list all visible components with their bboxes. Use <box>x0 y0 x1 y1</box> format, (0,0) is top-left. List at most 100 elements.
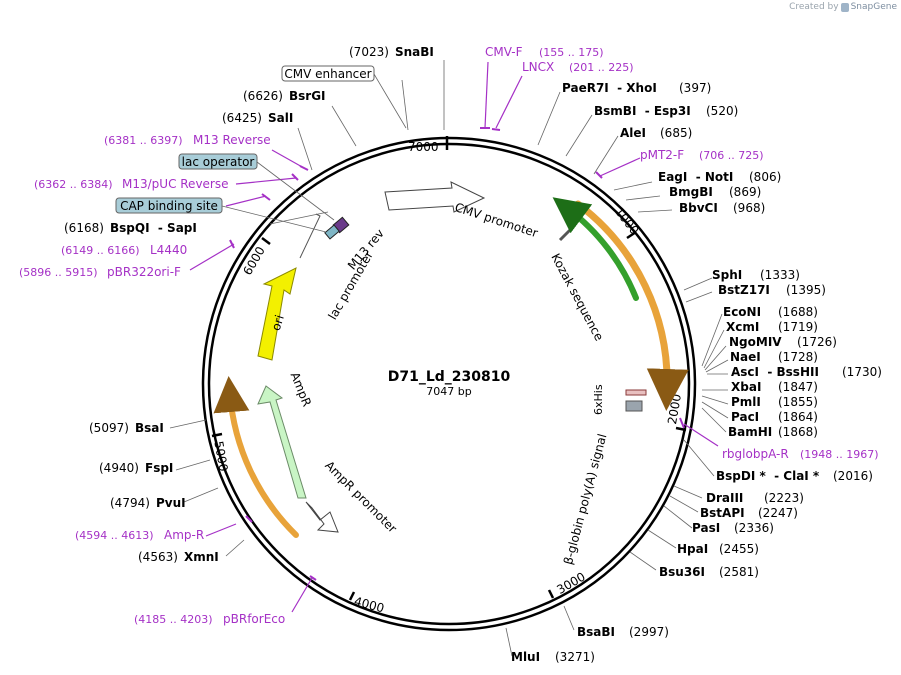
snapgene-logo-icon <box>840 2 849 12</box>
site-name-bstz17i: BstZ17I <box>718 283 770 297</box>
site-name-xcmi: XcmI <box>726 320 759 334</box>
primer-labels: CMV-F (155 .. 175) LNCX (201 .. 225) pMT… <box>19 45 879 626</box>
ori-label: ori <box>269 313 287 332</box>
tick-label-5000: 5000 <box>211 440 230 473</box>
primer-name-pmt2f: pMT2-F <box>640 148 684 162</box>
site-name-bsai: BsaI <box>135 421 164 435</box>
tick-3000 <box>547 589 555 599</box>
site-name-bamhi: BamHI <box>728 425 772 439</box>
cap-binding-leader <box>221 205 327 233</box>
site-pos-paer7i: (397) <box>679 81 711 95</box>
site-leaders <box>169 60 729 657</box>
6xhis-box <box>625 389 647 396</box>
ampr-arrow <box>257 385 307 499</box>
site-pos-bmgbi: (869) <box>729 185 761 199</box>
site-name-alei: AleI <box>620 126 646 140</box>
site-pos-bsai: (5097) <box>89 421 129 435</box>
tick-label-3000: 3000 <box>554 570 587 597</box>
6xhis-label: 6xHis <box>592 384 605 415</box>
backbone-outer <box>201 136 697 632</box>
site-name-snabi: SnaBI <box>395 45 434 59</box>
site-name-bsu36i: Bsu36I <box>659 565 705 579</box>
site-name-bstapi: BstAPI <box>700 506 745 520</box>
site-pos-bsu36i: (2581) <box>719 565 759 579</box>
site-pos-pasi: (2336) <box>734 521 774 535</box>
site-pos-bamhi: (1868) <box>778 425 818 439</box>
primer-name-m13rev: M13 Reverse <box>193 133 271 147</box>
site-name-ngomiv: NgoMIV <box>729 335 782 349</box>
site-pos-draiii: (2223) <box>764 491 804 505</box>
site-labels: (7023) SnaBI (6626) BsrGI (6425) SalI (6… <box>64 45 882 664</box>
site-pos-bsabi: (2997) <box>629 625 669 639</box>
primer-range-pmt2f: (706 .. 725) <box>699 149 764 162</box>
site-pos-bsrgi: (6626) <box>243 89 283 103</box>
site-pos-ngomiv: (1726) <box>797 335 837 349</box>
credit-brand: SnapGene <box>850 2 897 12</box>
primer-name-ampr: Amp-R <box>164 528 204 542</box>
site-name-pasi: PasI <box>692 521 720 535</box>
site-name-paer7i: PaeR7I - XhoI <box>562 81 657 95</box>
ampr-label: AmpR <box>288 370 314 408</box>
site-name-paci: PacI <box>731 410 759 424</box>
primer-range-m13puc: (6362 .. 6384) <box>34 178 113 191</box>
site-name-bsabi: BsaBI <box>577 625 615 639</box>
site-pos-xcmi: (1719) <box>778 320 818 334</box>
primer-name-cmvf: CMV-F <box>485 45 523 59</box>
site-name-bspqi: BspQI - SapI <box>110 221 197 235</box>
primer-range-rbglobpa: (1948 .. 1967) <box>800 448 879 461</box>
site-pos-bspdi: (2016) <box>833 469 873 483</box>
primer-leaders <box>189 61 719 613</box>
box-lac-operator: lac operator <box>178 153 258 170</box>
primer-name-rbglobpa: rbglobpA-R <box>722 447 789 461</box>
tick-2000 <box>675 426 687 432</box>
primer-ticks <box>229 127 685 581</box>
site-pos-mlui: (3271) <box>555 650 595 664</box>
tick-label-7000: 7000 <box>408 140 439 154</box>
site-pos-xmni: (4563) <box>138 550 178 564</box>
site-pos-bstz17i: (1395) <box>786 283 826 297</box>
primer-range-lncx: (201 .. 225) <box>569 61 634 74</box>
plasmid-size: 7047 bp <box>426 385 471 398</box>
site-name-bsrgi: BsrGI <box>289 89 326 103</box>
primer-name-l4440: L4440 <box>150 243 187 257</box>
primer-range-l4440: (6149 .. 6166) <box>61 244 140 257</box>
site-name-mlui: MluI <box>511 650 540 664</box>
site-pos-bstapi: (2247) <box>758 506 798 520</box>
lac-operator-label: lac operator <box>182 155 255 169</box>
cmv-promoter-label: CMV promoter <box>453 200 540 240</box>
site-pos-sphi: (1333) <box>760 268 800 282</box>
site-pos-sali: (6425) <box>222 111 262 125</box>
site-pos-bspqi: (6168) <box>64 221 104 235</box>
primer-name-pbr322: pBR322ori-F <box>107 265 181 279</box>
site-pos-xbai: (1847) <box>778 380 818 394</box>
site-name-sphi: SphI <box>712 268 742 282</box>
snapgene-credit: Created by SnapGene <box>789 2 897 12</box>
site-pos-naei: (1728) <box>778 350 818 364</box>
site-name-naei: NaeI <box>730 350 761 364</box>
site-name-hpai: HpaI <box>677 542 708 556</box>
tick-5000 <box>211 432 223 438</box>
site-name-pvui: PvuI <box>156 496 186 510</box>
site-pos-econi: (1688) <box>778 305 818 319</box>
site-pos-paci: (1864) <box>778 410 818 424</box>
primer-range-m13rev: (6381 .. 6397) <box>104 134 183 147</box>
primer-name-lncx: LNCX <box>522 60 554 74</box>
site-pos-bsmbi: (520) <box>706 104 738 118</box>
site-pos-pvui: (4794) <box>110 496 150 510</box>
site-name-bspdi: BspDI * - ClaI * <box>716 469 820 483</box>
site-pos-bbvci: (968) <box>733 201 765 215</box>
box-cap-binding: CAP binding site <box>115 197 223 214</box>
primer-name-m13puc: M13/pUC Reverse <box>122 177 229 191</box>
site-pos-snabi: (7023) <box>349 45 389 59</box>
site-pos-eagi: (806) <box>749 170 781 184</box>
polyA-label: β-globin poly(A) signal <box>561 432 609 566</box>
site-name-bmgbi: BmgBI <box>669 185 713 199</box>
site-name-asci: AscI - BssHII <box>731 365 819 379</box>
polyA-box <box>625 400 643 412</box>
site-name-draiii: DraIII <box>706 491 743 505</box>
orange-cds-arc <box>574 200 689 411</box>
ori-arrow <box>257 267 297 361</box>
site-pos-asci: (1730) <box>842 365 882 379</box>
backbone-inner <box>207 142 691 626</box>
